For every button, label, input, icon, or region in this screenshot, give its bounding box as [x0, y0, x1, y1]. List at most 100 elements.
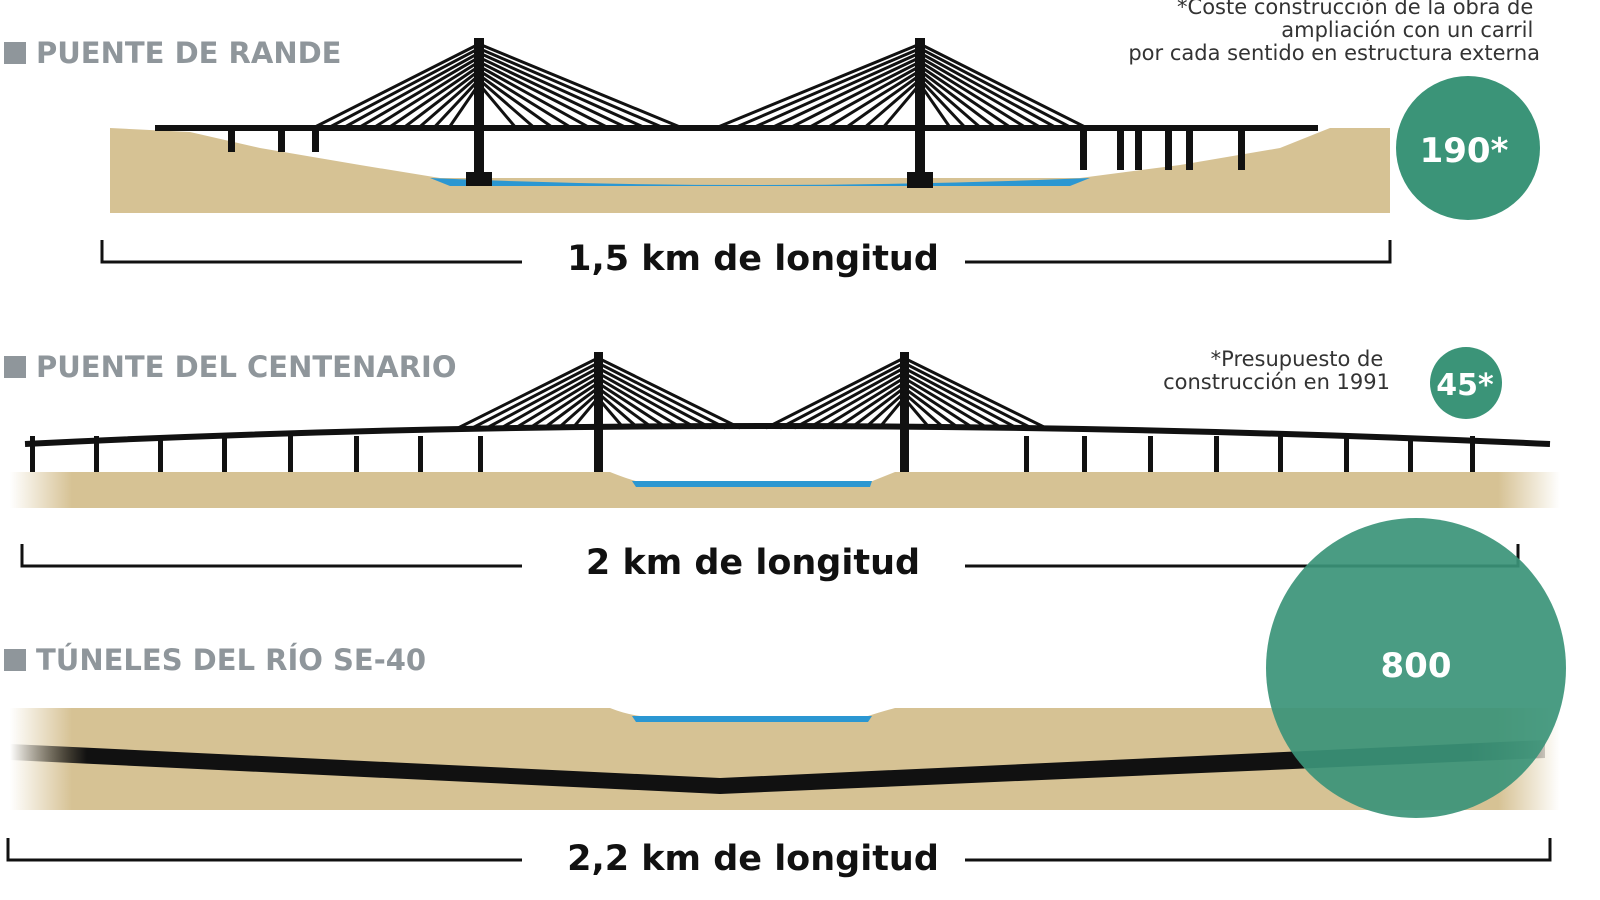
- bridge-pier: [222, 436, 227, 472]
- stay-cable: [514, 376, 599, 430]
- bridge-pier: [1278, 436, 1283, 472]
- bridge-pier: [1148, 436, 1153, 472]
- section-title-rande: PUENTE DE RANDE: [36, 36, 341, 70]
- stay-cable: [845, 73, 921, 129]
- cost-note-centenario: *Presupuesto de construcción en 1991: [1163, 347, 1390, 394]
- ground-tuneles: [10, 708, 1560, 810]
- bridge-pier: [1214, 436, 1219, 472]
- stay-cable: [919, 51, 1056, 129]
- stay-cable: [790, 60, 921, 129]
- stay-cable: [457, 356, 599, 430]
- stay-cable: [448, 83, 481, 128]
- cost-circle-centenario: [1430, 347, 1502, 419]
- bridge-pier: [478, 436, 483, 472]
- bridge-pier: [1135, 130, 1142, 170]
- stay-cable: [418, 73, 480, 129]
- bridge-tower: [900, 352, 909, 472]
- section-centenario: PUENTE DEL CENTENARIO *Presupuesto de co…: [4, 347, 1560, 583]
- water-centenario: [632, 481, 872, 487]
- bridge-pier: [1470, 436, 1475, 472]
- length-bracket: [100, 240, 522, 264]
- stay-cable: [543, 386, 599, 430]
- bridge-pier: [354, 436, 359, 472]
- length-label-tuneles: 2,2 km de longitud: [567, 839, 939, 879]
- bridge-tower: [915, 38, 925, 178]
- section-marker: [4, 356, 26, 378]
- stay-cable: [344, 51, 480, 129]
- bridge-pier: [1117, 130, 1124, 170]
- cost-value-centenario: 45*: [1436, 368, 1494, 403]
- bridge-pier: [94, 436, 99, 472]
- stay-cable: [373, 60, 480, 129]
- stay-cable: [827, 69, 921, 129]
- bridge-pier: [1165, 130, 1172, 170]
- ground-centenario: [10, 472, 1560, 508]
- stay-cable: [500, 371, 599, 430]
- stay-cable: [478, 60, 608, 129]
- length-label-rande: 1,5 km de longitud: [567, 239, 939, 279]
- stay-cable: [477, 83, 517, 128]
- bridge-tower: [474, 38, 484, 178]
- stay-cable: [388, 64, 480, 129]
- stay-cable: [849, 386, 905, 430]
- bridge-tower: [594, 352, 603, 472]
- stay-cable: [779, 361, 905, 430]
- bridge-pier: [1080, 130, 1087, 170]
- stay-cable: [478, 51, 644, 129]
- stay-cable: [433, 78, 481, 129]
- bridge-pier: [312, 130, 319, 152]
- stay-cable: [878, 397, 906, 429]
- cost-circle-rande: [1396, 76, 1540, 220]
- bridge-pier: [1238, 130, 1245, 170]
- stay-cable: [882, 83, 922, 128]
- stay-cable: [919, 64, 1011, 129]
- stay-cable: [919, 73, 981, 129]
- bridge-pier: [1186, 130, 1193, 170]
- stay-cable: [903, 371, 1004, 430]
- stay-cable: [902, 397, 931, 429]
- bridge-pier: [1344, 436, 1349, 472]
- bridge-pier: [1082, 436, 1087, 472]
- stay-cable: [597, 376, 683, 430]
- stay-cable: [864, 78, 921, 129]
- stay-cable: [597, 366, 712, 430]
- stay-cable: [359, 56, 480, 129]
- stay-cable: [903, 356, 1047, 430]
- cost-note-rande: *Coste construcción de la obra de amplia…: [1128, 0, 1540, 65]
- stay-cable: [597, 356, 741, 430]
- bridge-pier: [278, 130, 285, 152]
- stay-cable: [597, 391, 640, 430]
- stay-cable: [864, 391, 906, 430]
- stay-cable: [903, 386, 960, 430]
- section-marker: [4, 42, 26, 64]
- stay-cable: [528, 381, 599, 430]
- tunnel: [10, 740, 1545, 794]
- stay-cables: [457, 356, 1047, 430]
- stay-cable: [717, 42, 921, 129]
- stay-cable: [903, 381, 975, 430]
- cost-value-tuneles: 800: [1381, 646, 1452, 686]
- bridge-pier: [30, 436, 35, 472]
- approach-piers: [30, 436, 1475, 472]
- tower-footing: [907, 172, 933, 188]
- bridge-pier: [1024, 436, 1029, 472]
- section-tuneles: TÚNELES DEL RÍO SE-40 800 2,2 km de long…: [4, 518, 1566, 879]
- stay-cable: [403, 69, 480, 129]
- stay-cable: [807, 371, 905, 430]
- stay-cable: [329, 47, 480, 129]
- cost-circle-tuneles: [1266, 518, 1566, 818]
- bridge-pier: [228, 130, 235, 152]
- stay-cable: [597, 371, 698, 430]
- stay-cables: [314, 42, 1086, 129]
- stay-cable: [919, 56, 1041, 129]
- stay-cable: [314, 42, 480, 129]
- section-marker: [4, 649, 26, 671]
- stay-cable: [597, 361, 727, 430]
- bridge-pier: [158, 436, 163, 472]
- stay-cable: [793, 366, 905, 430]
- stay-cable: [765, 356, 905, 430]
- section-title-tuneles: TÚNELES DEL RÍO SE-40: [36, 643, 426, 677]
- stay-cable: [903, 391, 946, 430]
- note-line: por cada sentido en estructura externa: [1128, 41, 1540, 65]
- stay-cable: [471, 361, 599, 430]
